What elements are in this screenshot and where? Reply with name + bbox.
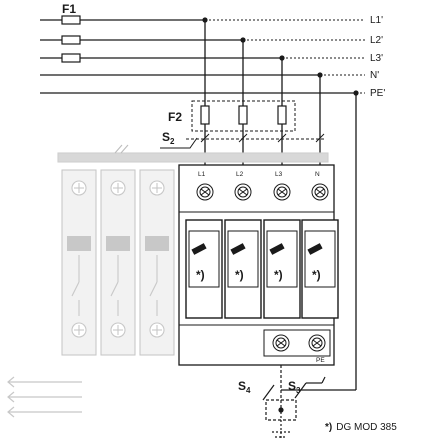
earth-connection [262,365,326,440]
s2-label: S2 [162,130,175,146]
earth-junction-dot [278,407,284,413]
conductor-label-pe: PE' [370,88,385,99]
conductor-labels: L1' L2' L3' N' PE' [370,15,385,99]
f2-fuse-l2 [238,105,248,125]
module-star-l3: *) [274,268,283,282]
f1-fuse-l1 [61,15,81,25]
ghost-module-1 [61,169,97,356]
terminal-screw-l3 [273,183,291,201]
terminal-label-l1: L1 [198,171,206,178]
ghost-arrows [7,376,82,418]
ghost-module-3 [139,169,175,356]
module-star-l2: *) [235,268,244,282]
protection-module-l3: *) [263,219,301,319]
terminal-label-n: N [315,171,320,178]
terminal-screw-l2 [234,183,252,201]
protection-module-n: *) [301,219,339,319]
junction-dots [202,17,359,96]
supply-lines [40,19,365,94]
f1-fuse-l3 [61,53,81,63]
terminal-labels: L1 L2 L3 N [198,171,320,178]
f2-label: F2 [168,110,182,124]
f2-fuse-l1 [200,105,210,125]
s2-lever [160,137,198,149]
f2-fuse-l3 [277,105,287,125]
din-rail [57,152,329,163]
f2-enclosure [191,100,296,132]
terminal-screw-n [311,183,329,201]
s3-label: S3 [288,379,301,395]
terminal-screw-l1 [196,183,214,201]
f1-fuse-l2 [61,35,81,45]
conductor-label-l1: L1' [370,15,383,26]
f1-label: F1 [62,2,76,16]
pe-screw-2 [308,334,326,352]
footnote: *)DG MOD 385 [325,422,397,433]
module-star-l1: *) [196,268,205,282]
module-star-n: *) [312,268,321,282]
pe-terminal-block [263,329,331,357]
s4-label: S4 [238,379,251,395]
pe-screw-1 [272,334,290,352]
conductor-label-l2: L2' [370,35,383,46]
protection-modules: *) *) *) *) [185,219,339,319]
s2-switch [160,133,325,149]
conductor-label-l3: L3' [370,53,383,64]
ghost-modules [7,144,329,418]
f1-fuses [61,15,81,63]
conductor-label-n: N' [370,70,379,81]
protection-module-l1: *) [185,219,223,319]
protection-module-l2: *) [224,219,262,319]
f2-fuses [200,105,287,125]
pe-tag: PE [316,357,325,364]
terminal-label-l3: L3 [275,171,283,178]
top-terminals [196,183,329,201]
terminal-label-l2: L2 [236,171,244,178]
ghost-module-2 [100,169,136,356]
